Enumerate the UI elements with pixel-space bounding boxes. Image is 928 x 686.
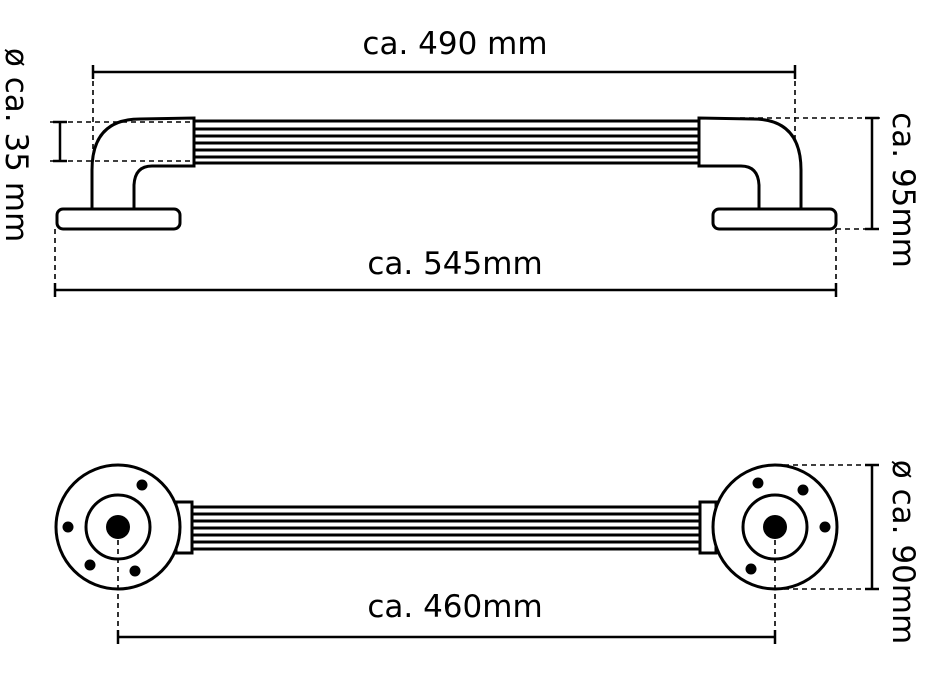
screw-hole: [136, 479, 148, 491]
screw-hole: [745, 563, 757, 575]
grab-bar-tubes-top: [192, 505, 700, 551]
screw-hole: [129, 565, 141, 577]
top-view: ca. 460mm ø ca. 90mm: [54, 460, 921, 644]
label-490: ca. 490 mm: [362, 26, 547, 62]
left-flange: [54, 463, 182, 591]
label-545: ca. 545mm: [367, 246, 542, 282]
left-base-plate: [55, 207, 182, 231]
side-view: ca. 490 mm ø ca. 35 mm ca. 95mm: [0, 26, 921, 297]
screw-hole: [797, 484, 809, 496]
label-460: ca. 460mm: [367, 589, 542, 625]
right-base-plate: [711, 207, 838, 231]
label-35-dia: ø ca. 35 mm: [0, 48, 34, 242]
left-elbow: [90, 116, 196, 212]
grab-bar-tubes: [194, 119, 699, 165]
screw-hole: [62, 521, 74, 533]
screw-hole: [819, 521, 831, 533]
label-90-dia: ø ca. 90mm: [885, 460, 921, 644]
right-elbow: [697, 116, 803, 212]
screw-hole: [84, 559, 96, 571]
label-95: ca. 95mm: [885, 112, 921, 268]
screw-hole: [752, 477, 764, 489]
